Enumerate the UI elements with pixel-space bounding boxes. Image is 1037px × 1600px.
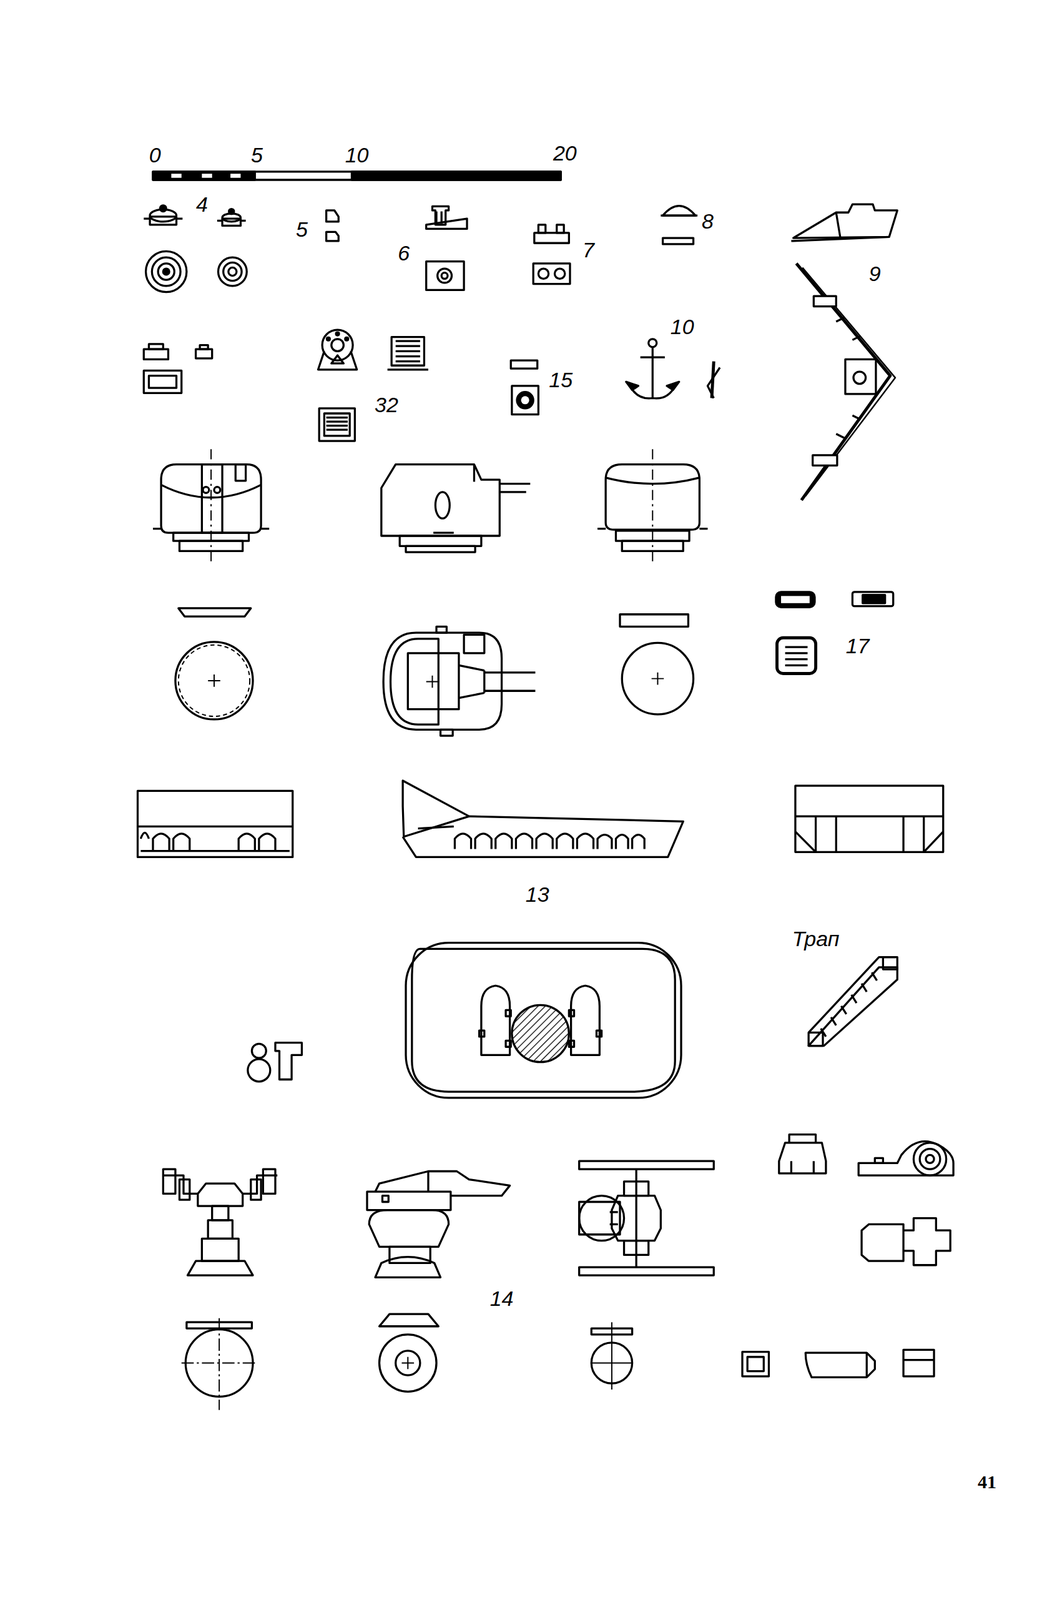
- page-number: 41: [977, 1472, 997, 1491]
- scale-mark: 5: [250, 144, 263, 166]
- callout-number: 32: [374, 393, 399, 416]
- callout-number: 6: [397, 242, 410, 264]
- callout-number: 7: [582, 239, 595, 261]
- scale-mark: 0: [149, 144, 162, 166]
- callout-number: 10: [670, 315, 695, 338]
- callout-number: Трап: [792, 927, 840, 949]
- callout-number: 5: [295, 218, 308, 240]
- callout-number: 8: [701, 210, 714, 232]
- callout-number: 17: [845, 634, 870, 657]
- scale-mark: 20: [553, 142, 577, 164]
- scale-mark: 10: [345, 144, 369, 166]
- callout-number: 15: [548, 368, 573, 391]
- callout-number: 13: [525, 883, 550, 905]
- callout-number: 9: [869, 262, 881, 285]
- callout-number: 4: [196, 193, 208, 215]
- callout-number: 14: [490, 1287, 514, 1309]
